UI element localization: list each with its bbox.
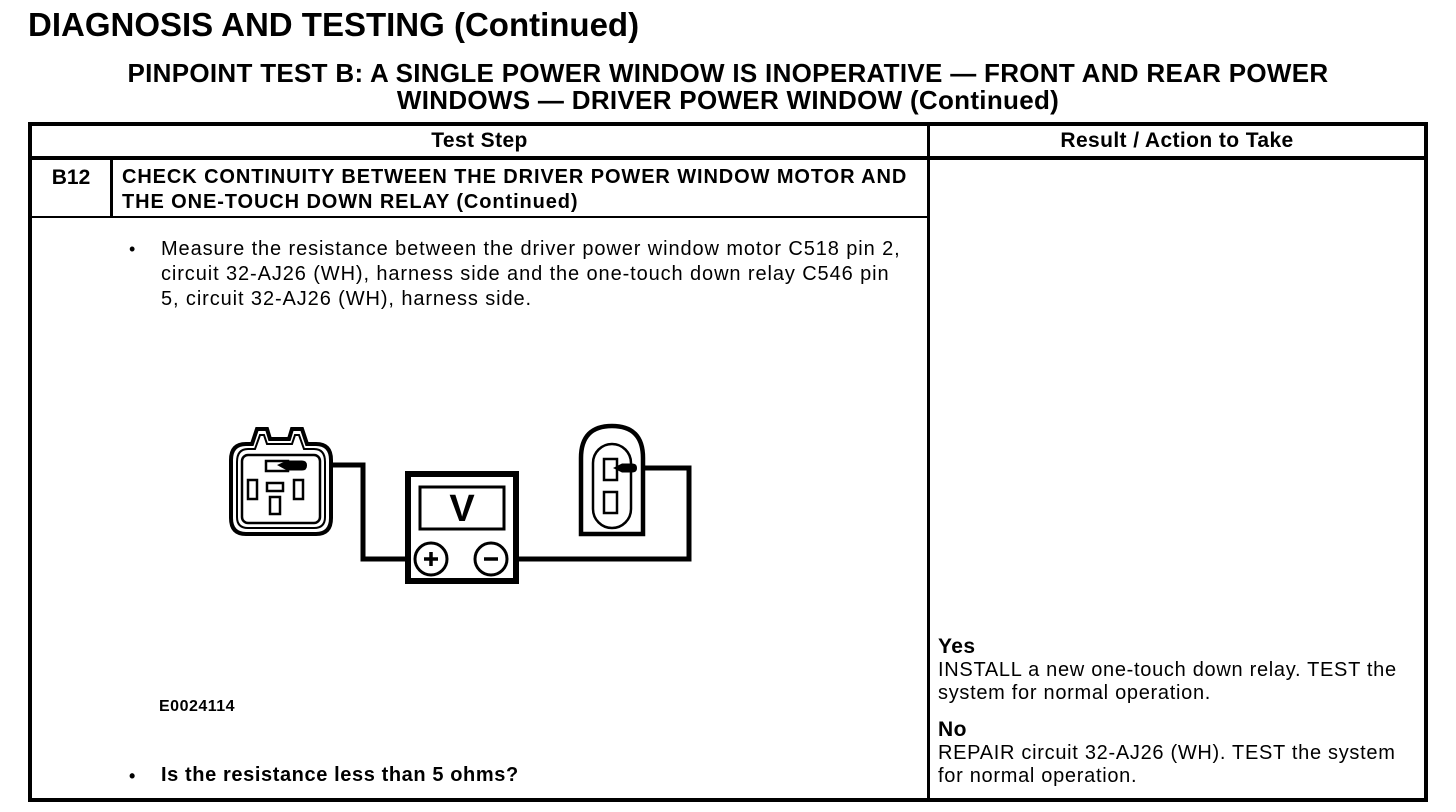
step-header-row: B12 CHECK CONTINUITY BETWEEN THE DRIVER … (32, 160, 927, 218)
instruction-list-item: • Measure the resistance between the dri… (129, 237, 906, 312)
relay-pin-slot (292, 478, 305, 501)
result-yes-label: Yes (938, 635, 976, 658)
bullet-icon: • (129, 766, 136, 786)
step-id: B12 (32, 160, 113, 216)
motor-connector-icon (578, 423, 646, 537)
test-probe-left-icon (277, 460, 307, 471)
test-lead-right-wire (506, 465, 692, 562)
result-action-cell: Yes INSTALL a new one-touch down relay. … (930, 160, 1424, 798)
test-step-cell: B12 CHECK CONTINUITY BETWEEN THE DRIVER … (32, 160, 927, 798)
multimeter-icon: V (405, 471, 519, 584)
result-no-action: REPAIR circuit 32-AJ26 (WH). TEST the sy… (938, 742, 1396, 787)
instruction-text: Measure the resistance between the drive… (161, 238, 901, 310)
step-body: • Measure the resistance between the dri… (32, 220, 927, 798)
test-step-column: Test Step B12 CHECK CONTINUITY BETWEEN T… (32, 126, 930, 798)
test-probe-right-icon (613, 463, 637, 473)
pinpoint-test-table: Test Step B12 CHECK CONTINUITY BETWEEN T… (28, 122, 1428, 802)
subtitle-line-2: WINDOWS — DRIVER POWER WINDOW (Continued… (396, 85, 1060, 115)
multimeter-display (418, 485, 506, 531)
page-title: DIAGNOSIS AND TESTING (Continued) (28, 6, 640, 43)
continuity-test-diagram: V (229, 423, 692, 584)
bullet-icon: • (129, 239, 136, 259)
result-no-block: No REPAIR circuit 32-AJ26 (WH). TEST the… (938, 718, 1416, 788)
multimeter-display-label: V (449, 488, 475, 530)
subtitle-line-1: PINPOINT TEST B: A SINGLE POWER WINDOW I… (127, 58, 1329, 88)
plus-icon (424, 552, 438, 566)
relay-pin-slot (268, 495, 282, 516)
test-lead-left-wire (306, 462, 415, 562)
relay-connector-icon (229, 427, 333, 536)
column-header-test-step: Test Step (32, 126, 927, 160)
result-yes-action: INSTALL a new one-touch down relay. TEST… (938, 659, 1397, 704)
question-list-item: • Is the resistance less than 5 ohms? (129, 764, 519, 789)
pinpoint-test-subtitle: PINPOINT TEST B: A SINGLE POWER WINDOW I… (0, 60, 1456, 114)
result-no-label: No (938, 718, 967, 741)
relay-pin-slot (265, 481, 285, 493)
result-yes-block: Yes INSTALL a new one-touch down relay. … (938, 635, 1416, 705)
question-text: Is the resistance less than 5 ohms? (161, 764, 519, 786)
figure-id: E0024114 (159, 698, 236, 715)
step-title: CHECK CONTINUITY BETWEEN THE DRIVER POWE… (122, 166, 908, 213)
column-header-result-action: Result / Action to Take (930, 126, 1424, 160)
relay-pin-slot (246, 478, 259, 501)
result-column: Result / Action to Take Yes INSTALL a ne… (930, 126, 1424, 798)
connector-pin-slot (602, 490, 619, 515)
